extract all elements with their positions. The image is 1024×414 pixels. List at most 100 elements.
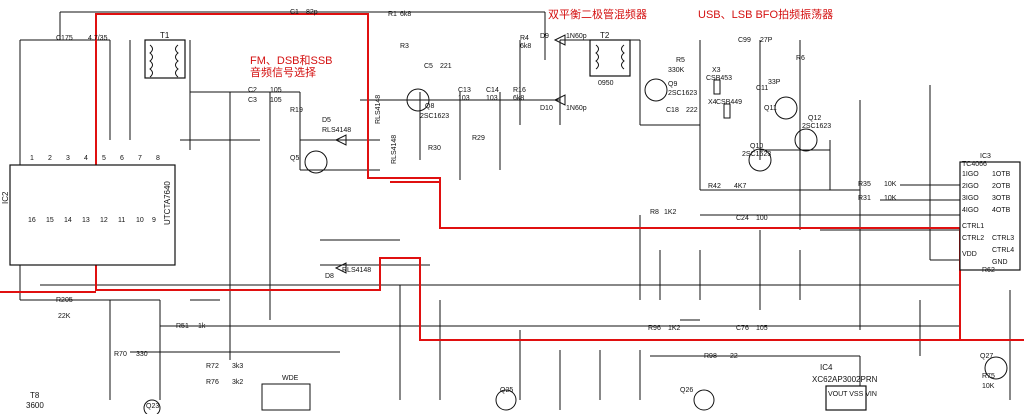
transistor-ref: Q26 — [680, 387, 693, 394]
diodes: D5 RLS4148 RLS4148 RLS4148 D8 RLS4148 D9… — [322, 33, 587, 280]
ic2-part: UTCTA7640 — [163, 181, 172, 225]
capacitor-c2: C2 — [248, 87, 257, 94]
transistor-q8: Q8 2SC1623 — [406, 88, 449, 120]
ic3-pin: 4IGO — [962, 207, 979, 214]
resistor-r205: R205 — [56, 297, 73, 304]
resistor-r31: R31 — [858, 195, 871, 202]
red-highlight-outlines — [0, 13, 1024, 341]
transistor-q23: Q23 — [143, 399, 161, 414]
ic3-pin: CTRL3 — [992, 235, 1014, 242]
capacitor-c13-value: 103 — [458, 95, 470, 102]
resistor-r76-value: 3k2 — [232, 379, 243, 386]
capacitor-c13: C13 — [458, 87, 471, 94]
diode-d8: D8 RLS4148 — [325, 262, 371, 280]
diode-part: 1N60p — [566, 105, 587, 112]
ic2-pin: 5 — [102, 155, 106, 162]
ic3-pin: 3OTB — [992, 195, 1011, 202]
resistor-r51: R51 — [176, 323, 189, 330]
ic3-pin: GND — [992, 259, 1008, 266]
resistor-r4-value: 6k8 — [520, 43, 531, 50]
diode-d10: D10 1N60p — [540, 94, 587, 112]
diode-ref: D5 — [322, 117, 331, 124]
resistor-r70-value: 330 — [136, 351, 148, 358]
capacitor-c1: C1 — [290, 9, 299, 16]
capacitor-c76-value: 105 — [756, 325, 768, 332]
ic2-pin: 16 — [28, 217, 36, 224]
capacitor-c99-value: 27P — [760, 37, 773, 44]
ic2-ref: IC2 — [1, 191, 10, 204]
capacitor-c175: C175 — [56, 35, 73, 42]
ic3-pin: CTRL1 — [962, 223, 984, 230]
capacitor-c3-value: 105 — [270, 97, 282, 104]
crystal-x4: X4 CSB449 — [708, 99, 742, 119]
pin-header-wde: WDE — [261, 375, 311, 411]
transistors: Q5 Q8 2SC1623 Q9 2SC1623 Q10 2SC1623 Q11… — [143, 78, 1008, 414]
capacitor-c14-value: 103 — [486, 95, 498, 102]
resistor-r3: R3 — [400, 43, 409, 50]
transformer-t8: T8 3600 — [26, 391, 44, 410]
t8-value: 3600 — [26, 401, 44, 410]
capacitor-c18-value: 222 — [686, 107, 698, 114]
transistor-ref: Q10 — [750, 143, 763, 150]
ic2-pins-bottom: 16 15 14 13 12 11 10 9 — [28, 217, 156, 224]
ic2-pin: 2 — [48, 155, 52, 162]
annotation-titles: 双平衡二极管混频器 USB、LSB BFO拍频振荡器 FM、DSB和SSB 音频… — [250, 7, 833, 79]
diode-d9: D9 1N60p — [540, 33, 587, 46]
resistor-r5-value: 330K — [668, 67, 685, 74]
transistor-ref: Q12 — [808, 115, 821, 122]
resistor-r30: R30 — [428, 145, 441, 152]
resistor-r98: R98 — [704, 353, 717, 360]
ic2-chip: IC2 UTCTA7640 1 2 3 4 5 6 7 8 16 15 14 1… — [1, 155, 176, 266]
capacitor-c175-value: 4.7/35 — [88, 35, 108, 42]
t8-ref: T8 — [30, 391, 40, 400]
transistor-q27: Q27 — [980, 353, 1008, 380]
crystals: X3 CSB453 X4 CSB449 — [706, 67, 742, 119]
resistor-r8-value: 1K2 — [664, 209, 677, 216]
resistor-r31-value: 10K — [884, 195, 897, 202]
transistor-ref: Q23 — [146, 403, 159, 410]
resistor-r8: R8 — [650, 209, 659, 216]
resistor-r1-value: 6k8 — [400, 11, 411, 18]
transistor-q11: Q11 — [764, 96, 798, 120]
resistor-r42-value: 4K7 — [734, 183, 747, 190]
ic3-pin: CTRL2 — [962, 235, 984, 242]
ic4-part: XC62AP3002PRN — [812, 375, 878, 384]
ic2-pin: 3 — [66, 155, 70, 162]
ic3-pin: 4OTB — [992, 207, 1011, 214]
ic2-pin: 6 — [120, 155, 124, 162]
ic2-pin: 8 — [156, 155, 160, 162]
diode-part: 1N60p — [566, 33, 587, 40]
capacitor-c11: C11 — [756, 85, 768, 92]
capacitor-c1-value: 82p — [306, 9, 318, 16]
transformer-t1: T1 — [144, 31, 186, 79]
diode-part: RLS4148 — [322, 127, 351, 134]
resistor-r98-value: 22 — [730, 353, 738, 360]
transistor-part: 2SC1623 — [742, 151, 771, 158]
ic3-part: TC4066 — [962, 161, 987, 168]
transistor-q9: Q9 2SC1623 — [644, 78, 697, 102]
capacitor-c76: C76 — [736, 325, 749, 332]
transistor-ref: Q5 — [290, 155, 299, 162]
ic3-chip: IC3 TC4066 1IGO 1OTB 2IGO 2OTB 3IGO 3OTB… — [959, 153, 1021, 271]
t2-ref: T2 — [600, 31, 610, 40]
capacitor-c14: C14 — [486, 87, 499, 94]
resistor-r5: R5 — [676, 57, 685, 64]
resistor-r35: R35 — [858, 181, 871, 188]
resistor-r72: R72 — [206, 363, 219, 370]
ic2-pin: 11 — [118, 217, 125, 224]
transistor-part: 2SC1623 — [802, 123, 831, 130]
diode-d5: D5 RLS4148 — [322, 117, 351, 146]
crystal-value: CSB453 — [706, 75, 732, 82]
crystal-ref: X3 — [712, 67, 721, 74]
capacitor-c99: C99 — [738, 37, 751, 44]
transistor-ref: Q9 — [668, 81, 677, 88]
capacitor-c36: C24 — [736, 215, 749, 222]
diode-ref: D8 — [325, 273, 334, 280]
capacitor-c11-value: 33P — [768, 79, 781, 86]
resistor-r1: R1 — [388, 11, 397, 18]
resistor-r42: R42 — [708, 183, 721, 190]
mixer-title: 双平衡二极管混频器 — [548, 7, 647, 21]
ic3-pin: CTRL4 — [992, 247, 1014, 254]
resistor-r72-value: 3k3 — [232, 363, 243, 370]
